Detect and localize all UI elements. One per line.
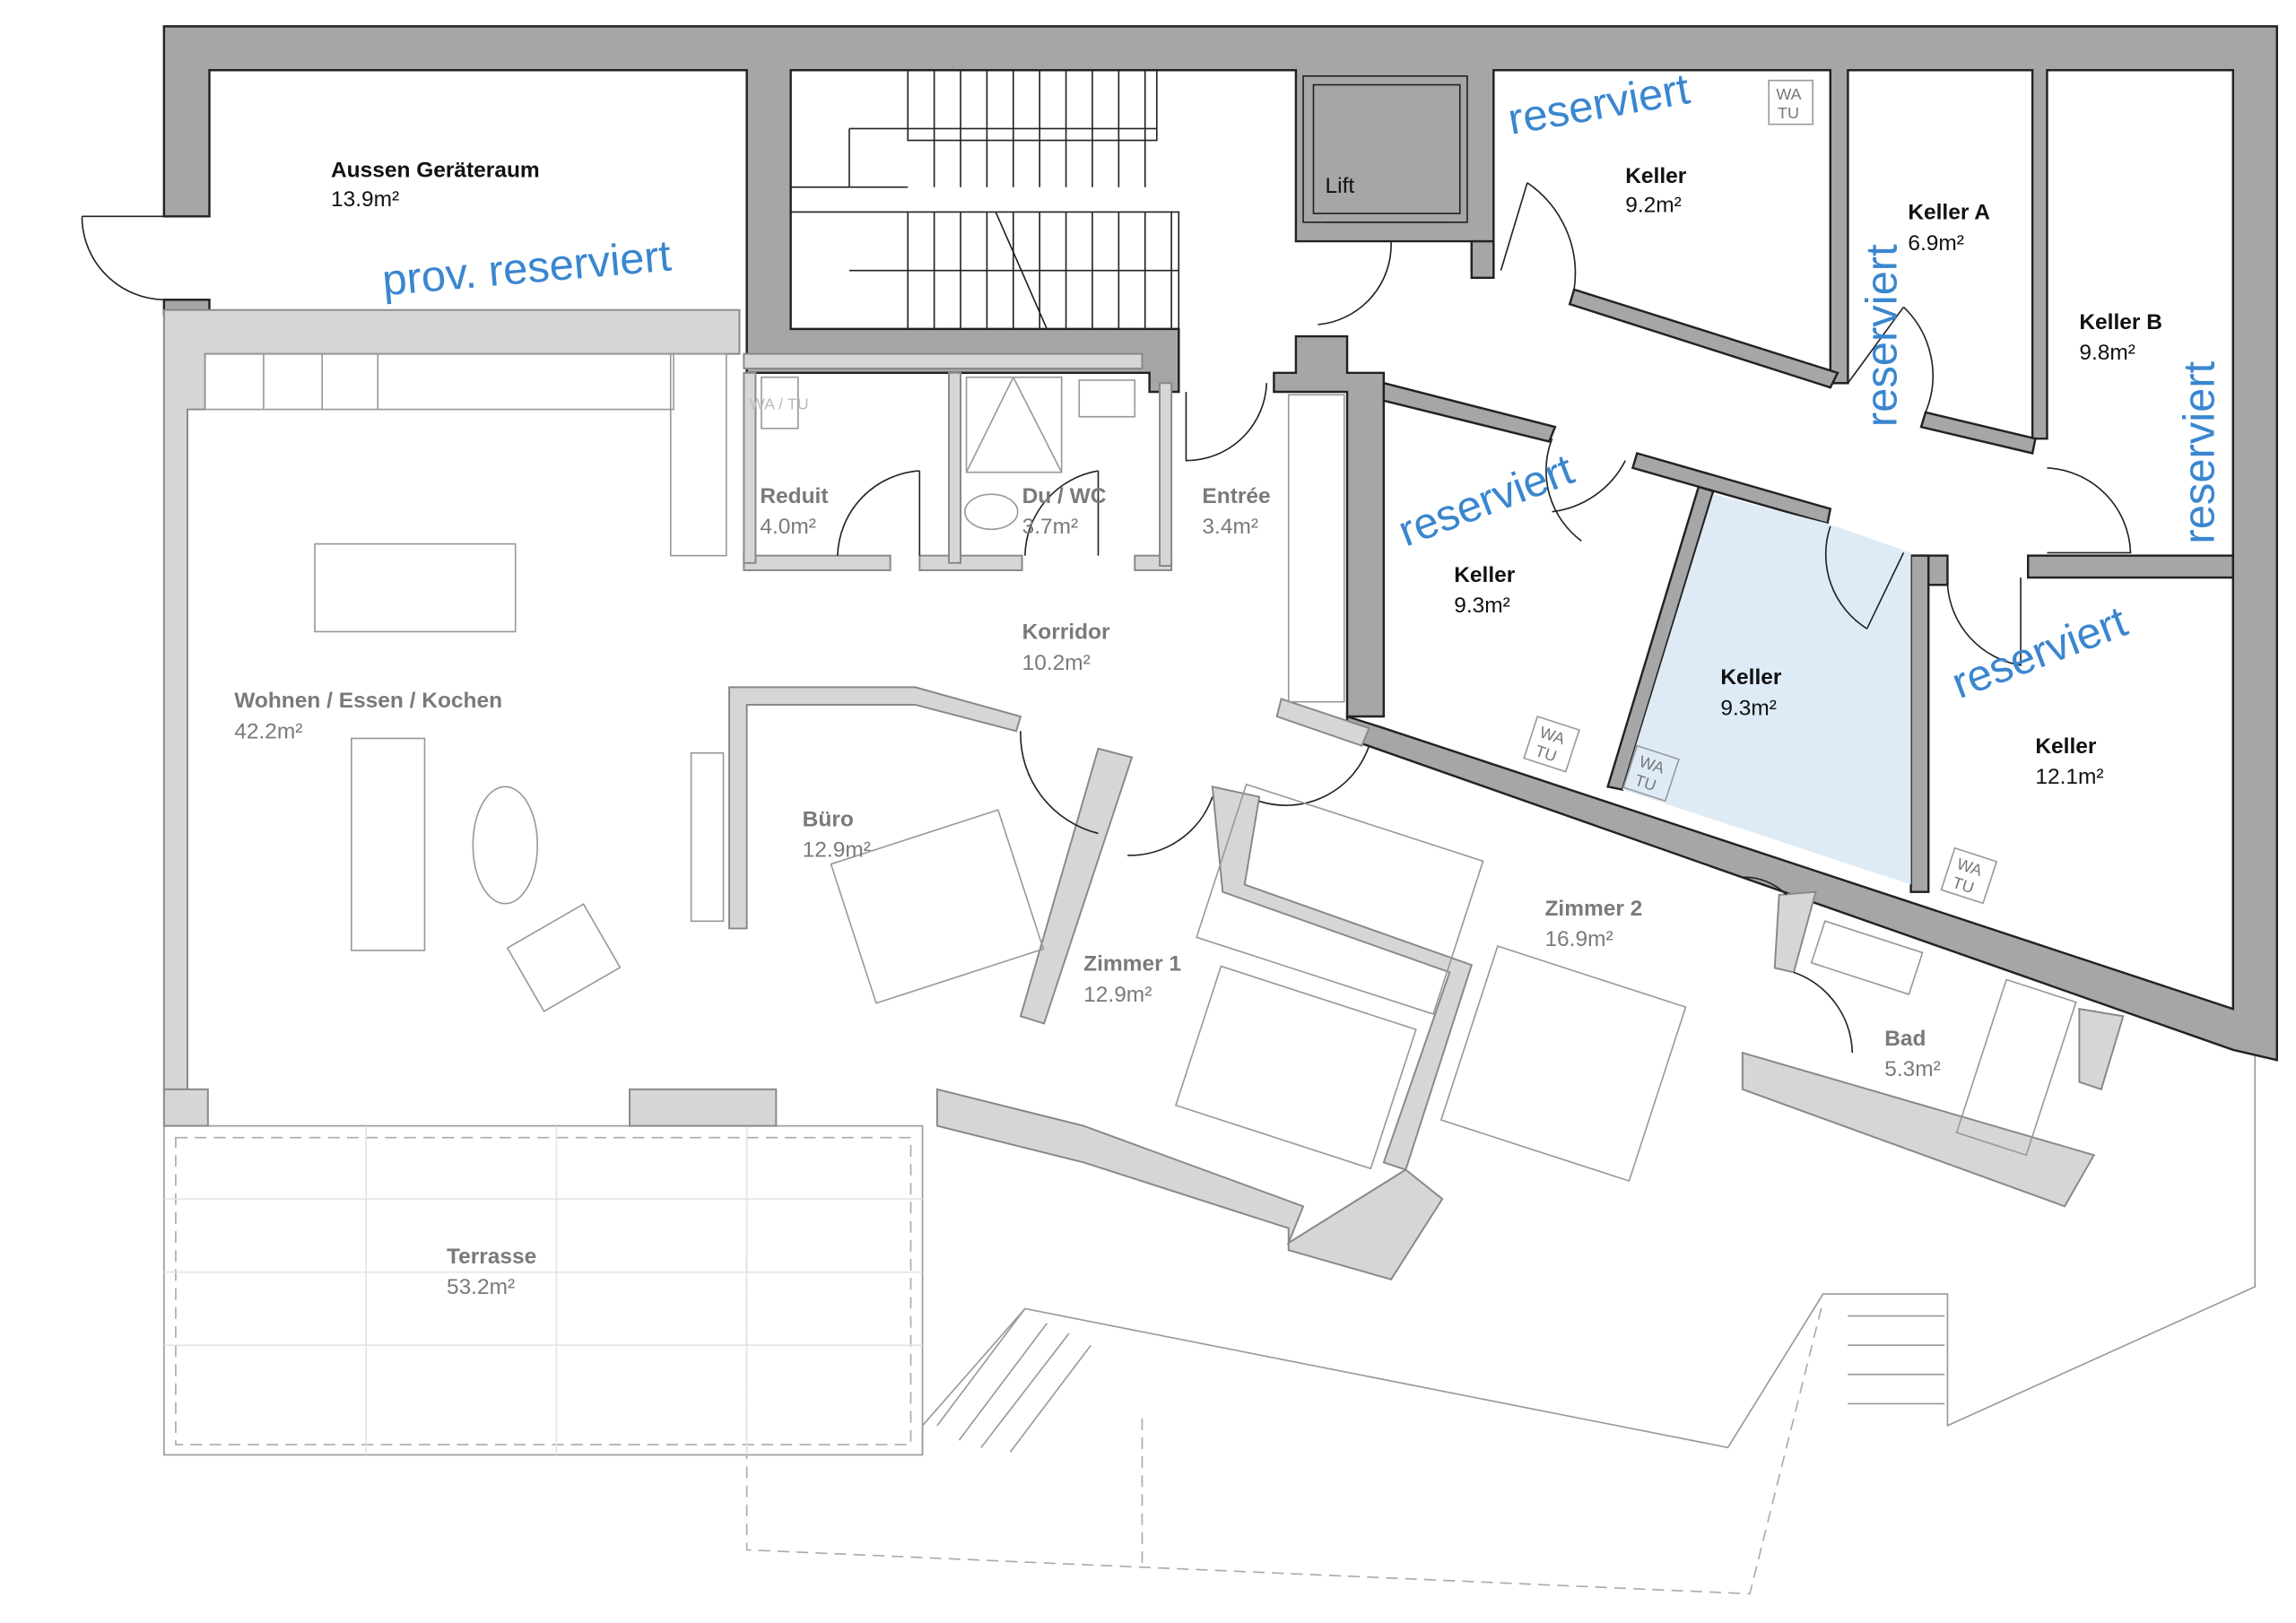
- svg-text:Entrée: Entrée: [1202, 484, 1270, 508]
- room-name-aussen: Aussen Geräteraum: [331, 158, 540, 182]
- svg-text:Keller: Keller: [1720, 665, 1782, 690]
- svg-text:Keller B: Keller B: [2079, 310, 2162, 334]
- svg-text:Korridor: Korridor: [1022, 621, 1110, 645]
- svg-text:Keller: Keller: [1625, 164, 1687, 188]
- stair-treads: [933, 70, 1172, 329]
- svg-text:Terrasse: Terrasse: [447, 1245, 536, 1269]
- svg-text:12.1m²: 12.1m²: [2035, 765, 2103, 789]
- svg-text:Büro: Büro: [803, 807, 854, 831]
- svg-text:9.3m²: 9.3m²: [1720, 696, 1777, 720]
- doors: [81, 182, 2132, 1054]
- svg-text:12.9m²: 12.9m²: [1083, 983, 1152, 1007]
- furniture: [204, 352, 2077, 1183]
- svg-text:9.3m²: 9.3m²: [1454, 594, 1510, 618]
- svg-text:53.2m²: 53.2m²: [447, 1275, 515, 1299]
- staircase: [790, 69, 1180, 330]
- lift: [1302, 74, 1468, 223]
- svg-text:Lift: Lift: [1326, 174, 1355, 198]
- svg-text:4.0m²: 4.0m²: [760, 515, 816, 539]
- svg-text:12.9m²: 12.9m²: [803, 838, 871, 863]
- svg-text:6.9m²: 6.9m²: [1908, 231, 1964, 256]
- apartment-walls: [162, 308, 2125, 1280]
- svg-text:3.4m²: 3.4m²: [1202, 515, 1258, 539]
- svg-text:WA: WA: [1776, 85, 1801, 103]
- svg-text:Zimmer 1: Zimmer 1: [1083, 952, 1181, 976]
- svg-text:Bad: Bad: [1884, 1027, 1926, 1051]
- room-labels: Aussen Geräteraum 13.9m² Lift Keller 9.2…: [234, 158, 2162, 1299]
- svg-text:9.8m²: 9.8m²: [2079, 341, 2135, 365]
- svg-text:13.9m²: 13.9m²: [331, 187, 399, 212]
- svg-text:Du / WC: Du / WC: [1022, 484, 1107, 508]
- svg-text:Keller: Keller: [1454, 563, 1516, 587]
- reserved-stamp-kellerA: reserviert: [1857, 244, 1906, 427]
- svg-text:TU: TU: [1778, 104, 1799, 122]
- svg-text:3.7m²: 3.7m²: [1022, 515, 1079, 539]
- svg-text:42.2m²: 42.2m²: [234, 719, 302, 743]
- reserved-stamp-keller4: reserviert: [1945, 597, 2134, 708]
- reserved-stamp-keller1: reserviert: [1504, 65, 1693, 144]
- svg-text:Reduit: Reduit: [760, 484, 828, 508]
- keller-highlight[interactable]: [1622, 494, 1911, 885]
- reserved-stamp-kellerB: reserviert: [2176, 360, 2224, 543]
- svg-text:WA / TU: WA / TU: [750, 395, 809, 413]
- structural-walls: [162, 25, 2278, 1062]
- svg-text:Wohnen / Essen / Kochen: Wohnen / Essen / Kochen: [234, 689, 502, 713]
- svg-text:9.2m²: 9.2m²: [1625, 193, 1682, 217]
- svg-text:16.9m²: 16.9m²: [1544, 927, 1613, 951]
- reserved-stamp-aussen: prov. reserviert: [380, 231, 674, 305]
- svg-text:10.2m²: 10.2m²: [1022, 651, 1091, 675]
- svg-text:5.3m²: 5.3m²: [1884, 1057, 1941, 1081]
- terrace-outline: [163, 1045, 2257, 1595]
- svg-text:Keller: Keller: [2035, 734, 2097, 759]
- svg-text:Zimmer 2: Zimmer 2: [1544, 897, 1642, 921]
- reserved-stamp-keller2: reserviert: [1392, 446, 1580, 557]
- svg-text:Keller A: Keller A: [1908, 201, 1990, 225]
